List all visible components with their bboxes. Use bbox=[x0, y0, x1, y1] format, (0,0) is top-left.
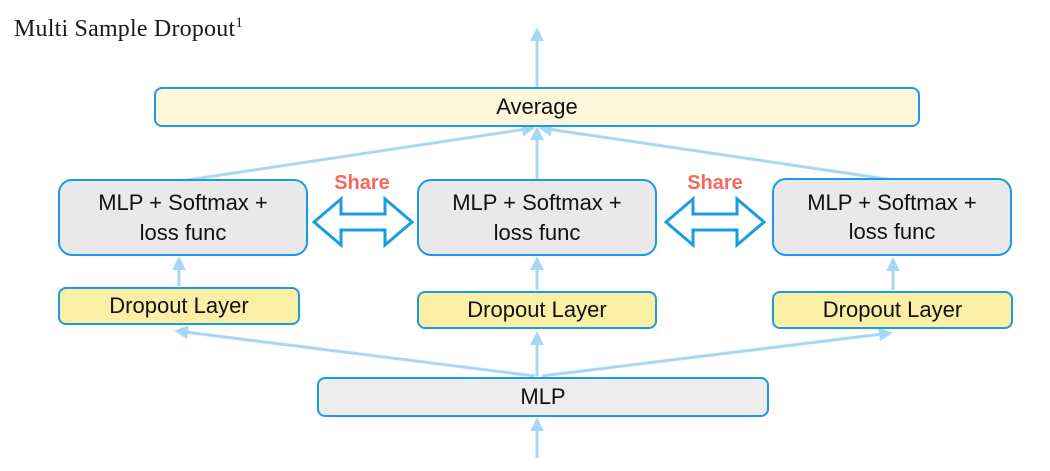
share-label-right: Share bbox=[687, 172, 743, 194]
page-title-text: Multi Sample Dropout bbox=[14, 16, 236, 42]
node-classifier-mid: MLP + Softmax + loss func bbox=[417, 179, 657, 256]
node-dropout-right: Dropout Layer bbox=[772, 291, 1013, 329]
node-mlp: MLP bbox=[317, 377, 769, 417]
node-classifier-right: MLP + Softmax + loss func bbox=[772, 178, 1012, 256]
share-double-arrow-left-icon bbox=[311, 195, 415, 249]
arrow-mlp-to-right-dropout-icon bbox=[541, 327, 893, 378]
title-superscript: 1 bbox=[235, 15, 244, 31]
node-classifier-left: MLP + Softmax + loss func bbox=[58, 179, 308, 256]
page-title: Multi Sample Dropout1 bbox=[14, 16, 243, 43]
node-average: Average bbox=[154, 87, 920, 127]
share-label-left: Share bbox=[334, 172, 390, 194]
node-dropout-left: Dropout Layer bbox=[58, 287, 300, 325]
share-double-arrow-right-icon bbox=[663, 195, 767, 249]
node-dropout-mid: Dropout Layer bbox=[417, 291, 657, 329]
arrow-mlp-to-left-dropout-icon bbox=[174, 325, 536, 378]
